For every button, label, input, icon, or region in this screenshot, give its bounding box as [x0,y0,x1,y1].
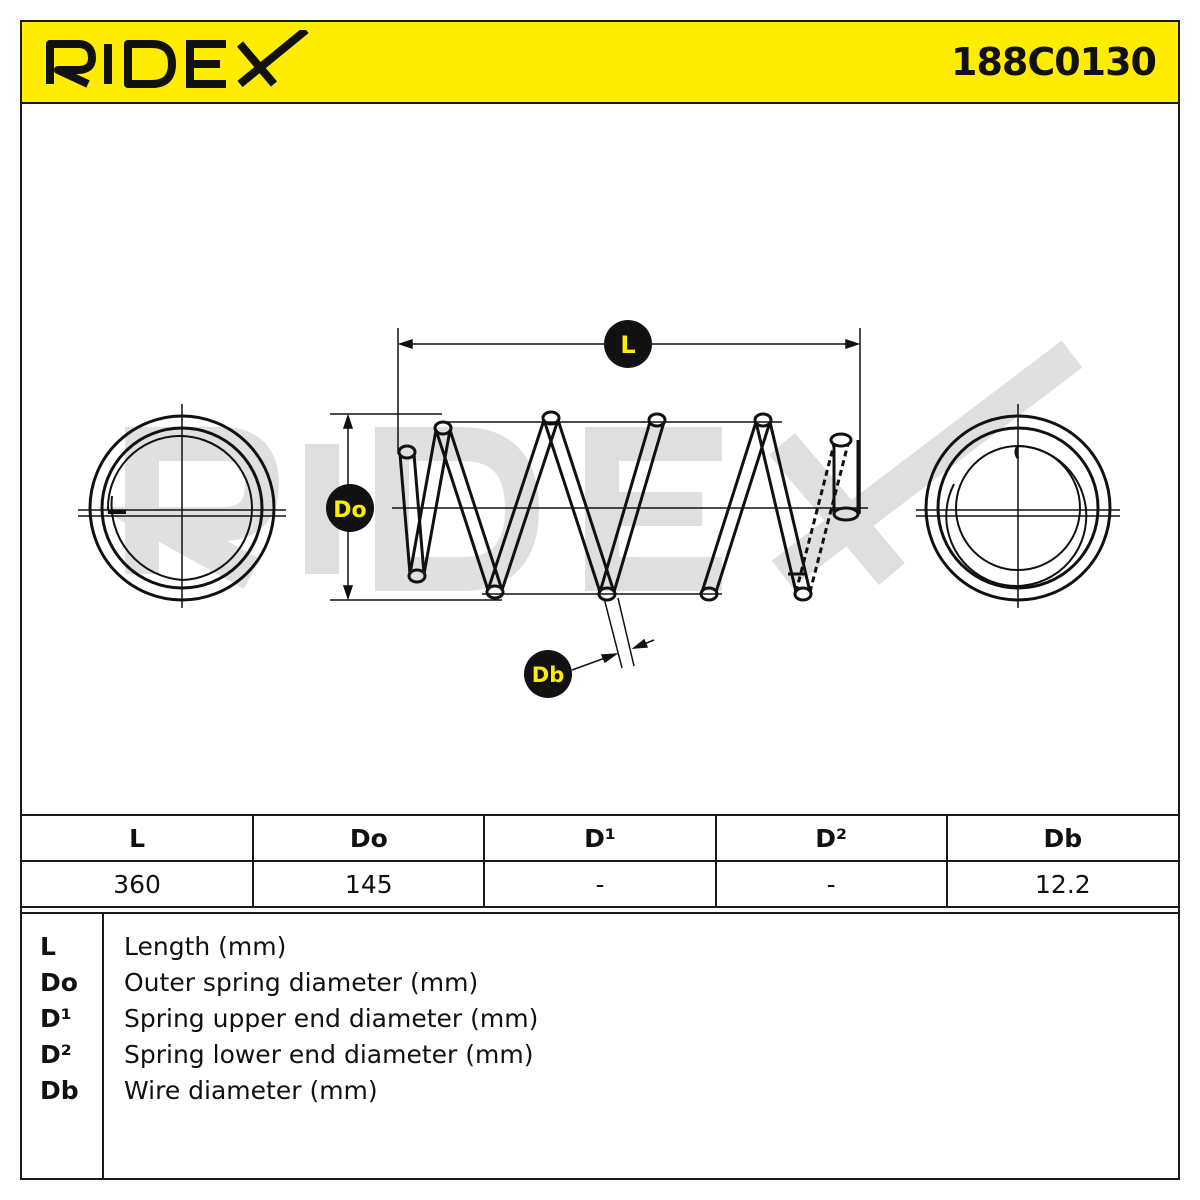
legend-item: D¹ Spring upper end diameter (mm) [22,1004,1178,1040]
spec-sheet-frame: 188C0130 [20,20,1180,1180]
dimension-wire-diameter [571,597,655,671]
legend-item: Do Outer spring diameter (mm) [22,968,1178,1004]
spring-end-view-right [916,404,1120,608]
legend-item: L Length (mm) [22,932,1178,968]
callout-wire-diameter: Db [524,650,572,698]
spec-header-cell: D¹ [483,814,717,862]
svg-text:L: L [620,331,635,359]
legend-desc: Wire diameter (mm) [124,1076,378,1105]
legend-key: Do [40,968,78,997]
legend-desc: Spring upper end diameter (mm) [124,1004,539,1033]
spec-header-cell: Db [945,814,1178,862]
spec-header-cell: L [22,814,255,862]
legend-divider [102,914,104,1180]
brand-logo [46,30,309,88]
svg-text:Do: Do [333,498,366,523]
spec-header-row: L Do D¹ D² Db [22,814,1178,862]
legend-key: D² [40,1040,72,1069]
svg-text:Db: Db [532,663,564,687]
legend-item: Db Wire diameter (mm) [22,1076,1178,1112]
legend-desc: Length (mm) [124,932,287,961]
spec-value-cell: 145 [252,860,486,908]
legend-key: Db [40,1076,79,1105]
legend-desc: Outer spring diameter (mm) [124,968,479,997]
legend-key: L [40,932,56,961]
spec-table: L Do D¹ D² Db 360 145 - - 12.2 [22,814,1178,908]
spring-side-view [392,410,868,602]
spec-header-cell: Do [252,814,486,862]
callout-length: L [604,320,652,368]
spring-drawing: L Do Db [78,320,1120,698]
spec-header-cell: D² [714,814,948,862]
spec-value-cell: 360 [22,860,255,908]
part-number: 188C0130 [951,40,1157,84]
header-bar: 188C0130 [22,22,1178,104]
callout-outer-diameter: Do [326,484,374,532]
spec-value-cell: - [714,860,948,908]
spec-value-cell: 12.2 [945,860,1178,908]
legend-item: D² Spring lower end diameter (mm) [22,1040,1178,1076]
legend: L Length (mm) Do Outer spring diameter (… [22,912,1178,1180]
legend-desc: Spring lower end diameter (mm) [124,1040,534,1069]
spec-value-cell: - [483,860,717,908]
spec-value-row: 360 145 - - 12.2 [22,860,1178,908]
spring-end-view-left [78,404,286,608]
legend-key: D¹ [40,1004,72,1033]
